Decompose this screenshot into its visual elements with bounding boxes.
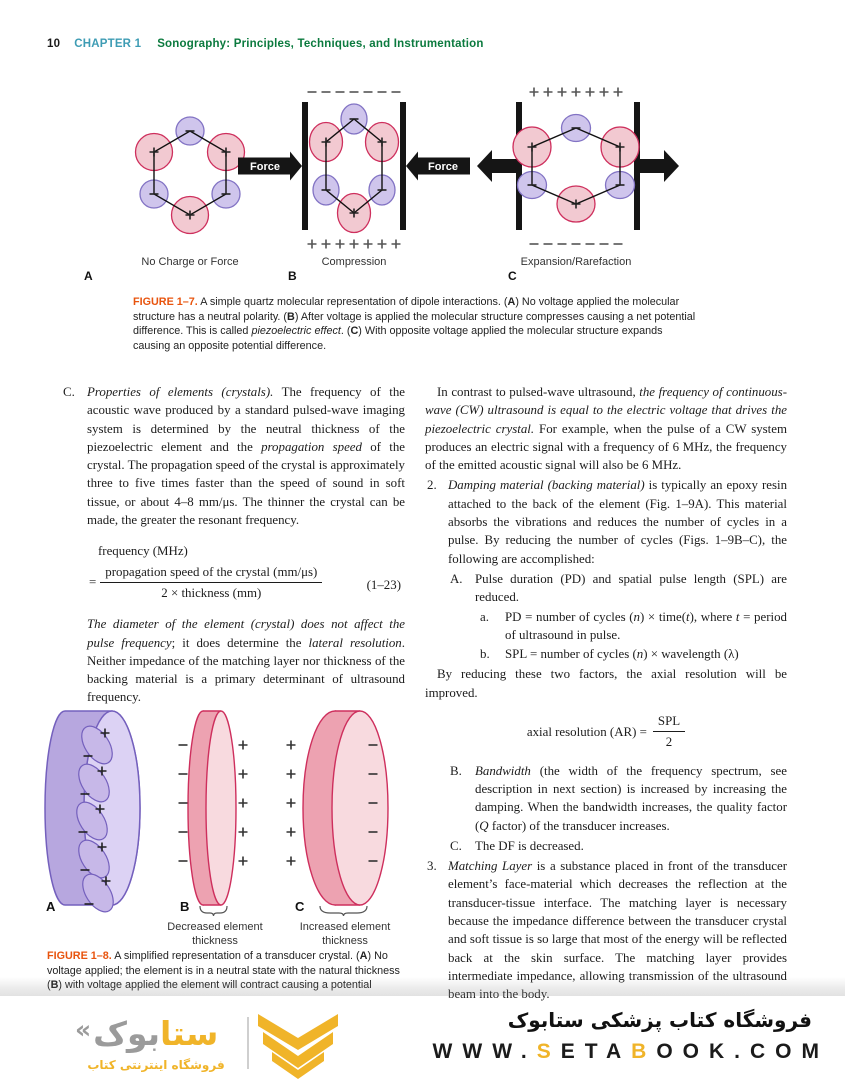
figure-1-8-label: FIGURE 1–8. bbox=[47, 950, 112, 962]
crystal-expanded bbox=[285, 710, 389, 917]
figure-1-7-caption: FIGURE 1–7. A simple quartz molecular re… bbox=[133, 295, 699, 353]
crystal-contracted bbox=[177, 710, 249, 917]
list-marker: 3. bbox=[427, 859, 437, 874]
list-marker: C. bbox=[450, 838, 462, 853]
positive-charge-row bbox=[528, 86, 624, 98]
setabook-logo[interactable]: « ستابوک bbox=[75, 1010, 235, 1056]
fraction: SPL 2 bbox=[652, 712, 686, 752]
website-url[interactable]: WWW.SETABOOK.COM bbox=[432, 1040, 829, 1063]
page-header: 10 CHAPTER 1 Sonography: Principles, Techn… bbox=[47, 38, 484, 50]
fig7-label-compression: Compression bbox=[321, 256, 387, 268]
list-marker: B. bbox=[450, 763, 462, 778]
force-label: Force bbox=[428, 161, 458, 173]
fig8-label-decreased: Decreased element thickness bbox=[167, 921, 263, 947]
thickness-brace bbox=[319, 905, 368, 917]
list-item-df-decreased: C. The DF is decreased. bbox=[450, 837, 787, 855]
positive-charge-row bbox=[306, 238, 402, 250]
logo-divider bbox=[247, 1017, 249, 1069]
crystal-neutral bbox=[44, 710, 141, 913]
equation-lhs: frequency (MHz) bbox=[98, 544, 188, 559]
fraction-denominator: 2 × thickness (mm) bbox=[161, 585, 262, 600]
outward-arrow-right bbox=[640, 150, 679, 182]
electrode-bar bbox=[400, 102, 406, 230]
fig8-label-increased: Increased element thickness bbox=[299, 921, 391, 947]
paragraph-diameter-note: The diameter of the element (crystal) do… bbox=[87, 617, 405, 705]
figure-1-8-diagram: A B C bbox=[44, 710, 389, 917]
fig7-letter-c: C bbox=[508, 269, 517, 283]
paragraph-properties-of-elements: C. Properties of elements (crystals). Th… bbox=[63, 385, 405, 528]
page-number: 10 bbox=[47, 38, 61, 50]
molecule-neutral bbox=[134, 116, 246, 235]
equation-1-23: frequency (MHz) = propagation speed of t… bbox=[89, 542, 405, 602]
list-marker: C. bbox=[63, 385, 75, 399]
list-item-bandwidth: B. Bandwidth (the width of the frequency… bbox=[450, 763, 787, 833]
electrode-bar bbox=[634, 102, 640, 230]
force-label: Force bbox=[250, 161, 280, 173]
electrode-bar bbox=[302, 102, 308, 230]
thickness-brace bbox=[199, 905, 228, 917]
equation-number: (1–23) bbox=[366, 578, 401, 593]
molecule-expanded bbox=[512, 113, 640, 223]
dipole-ellipses bbox=[76, 725, 114, 913]
fraction: propagation speed of the crystal (mm/μs)… bbox=[100, 563, 323, 603]
figure-1-7-caption-text: A simple quartz molecular representation… bbox=[133, 296, 696, 352]
logo-guillemet: « bbox=[75, 1014, 92, 1044]
fig7-label-no-charge: No Charge or Force bbox=[141, 256, 239, 268]
molecule-compressed bbox=[308, 103, 400, 234]
scan-edge-fade bbox=[0, 977, 845, 996]
equals-sign: = bbox=[89, 575, 97, 590]
chapter-title: Sonography: Principles, Techniques, and … bbox=[157, 38, 484, 50]
electrode-bar bbox=[516, 102, 522, 230]
list-item-matching-layer: 3. Matching Layer is a substance placed … bbox=[427, 859, 787, 1001]
expansion-group bbox=[477, 86, 679, 245]
list-item-pd-formula: a. PD = number of cycles (n) × time(t), … bbox=[480, 609, 787, 642]
figure-1-7-diagram: Force Force bbox=[134, 86, 679, 250]
equation-axial-resolution: axial resolution (AR) = SPL 2 bbox=[425, 712, 787, 752]
store-title: فروشگاه کتاب پزشکی ستابوک bbox=[507, 1008, 812, 1032]
fraction-numerator: propagation speed of the crystal (mm/μs) bbox=[100, 563, 323, 583]
left-column: C. Properties of elements (crystals). Th… bbox=[63, 383, 405, 707]
list-item-damping-material: 2. Damping material (backing material) i… bbox=[427, 478, 788, 566]
fig8-letter-c: C bbox=[295, 899, 305, 914]
outward-arrow-left bbox=[477, 150, 516, 182]
paragraph-cw-ultrasound: In contrast to pulsed-wave ultrasound, t… bbox=[425, 385, 787, 473]
fig8-letter-b: B bbox=[180, 899, 189, 914]
force-arrow-left-pointing: Force bbox=[406, 151, 470, 181]
logo-text-gray: بوک bbox=[93, 1013, 161, 1053]
list-marker: A. bbox=[450, 571, 463, 586]
fraction-numerator: SPL bbox=[652, 712, 686, 733]
list-marker: 2. bbox=[427, 478, 437, 493]
chapter-label: CHAPTER 1 bbox=[74, 38, 142, 50]
fig7-letter-b: B bbox=[288, 269, 297, 283]
positive-charge-column bbox=[237, 739, 249, 867]
equation-lhs: axial resolution (AR) = bbox=[526, 724, 647, 739]
compression-group: Force Force bbox=[238, 91, 470, 250]
logo-text-accent: ستا bbox=[160, 1013, 219, 1053]
fig8-letter-a: A bbox=[46, 899, 56, 914]
list-marker: b. bbox=[480, 647, 490, 662]
paragraph-axial-resolution: By reducing these two factors, the axial… bbox=[425, 667, 787, 700]
list-item-spl-formula: b. SPL = number of cycles (n) × waveleng… bbox=[480, 645, 787, 663]
figure-1-7-label: FIGURE 1–7. bbox=[133, 296, 198, 308]
chevron-logo-icon bbox=[258, 1014, 338, 1079]
list-marker: a. bbox=[480, 609, 489, 624]
logo-subtitle: فروشگاه اینترنتی کتاب bbox=[87, 1058, 225, 1072]
figure-1-8-caption: FIGURE 1–8. A simplified representation … bbox=[47, 949, 403, 993]
list-item-pulse-duration: A. Pulse duration (PD) and spatial pulse… bbox=[450, 571, 787, 605]
fraction-denominator: 2 bbox=[665, 735, 673, 750]
force-arrow-right-pointing: Force bbox=[238, 151, 302, 181]
figure-1-8-caption-text: A simplified representation of a transdu… bbox=[47, 950, 400, 991]
fig7-label-expansion: Expansion/Rarefaction bbox=[520, 256, 632, 268]
negative-charge-column bbox=[177, 744, 189, 862]
right-column: In contrast to pulsed-wave ultrasound, t… bbox=[425, 383, 787, 1004]
fig7-letter-a: A bbox=[84, 269, 93, 283]
positive-charge-column bbox=[285, 739, 297, 867]
